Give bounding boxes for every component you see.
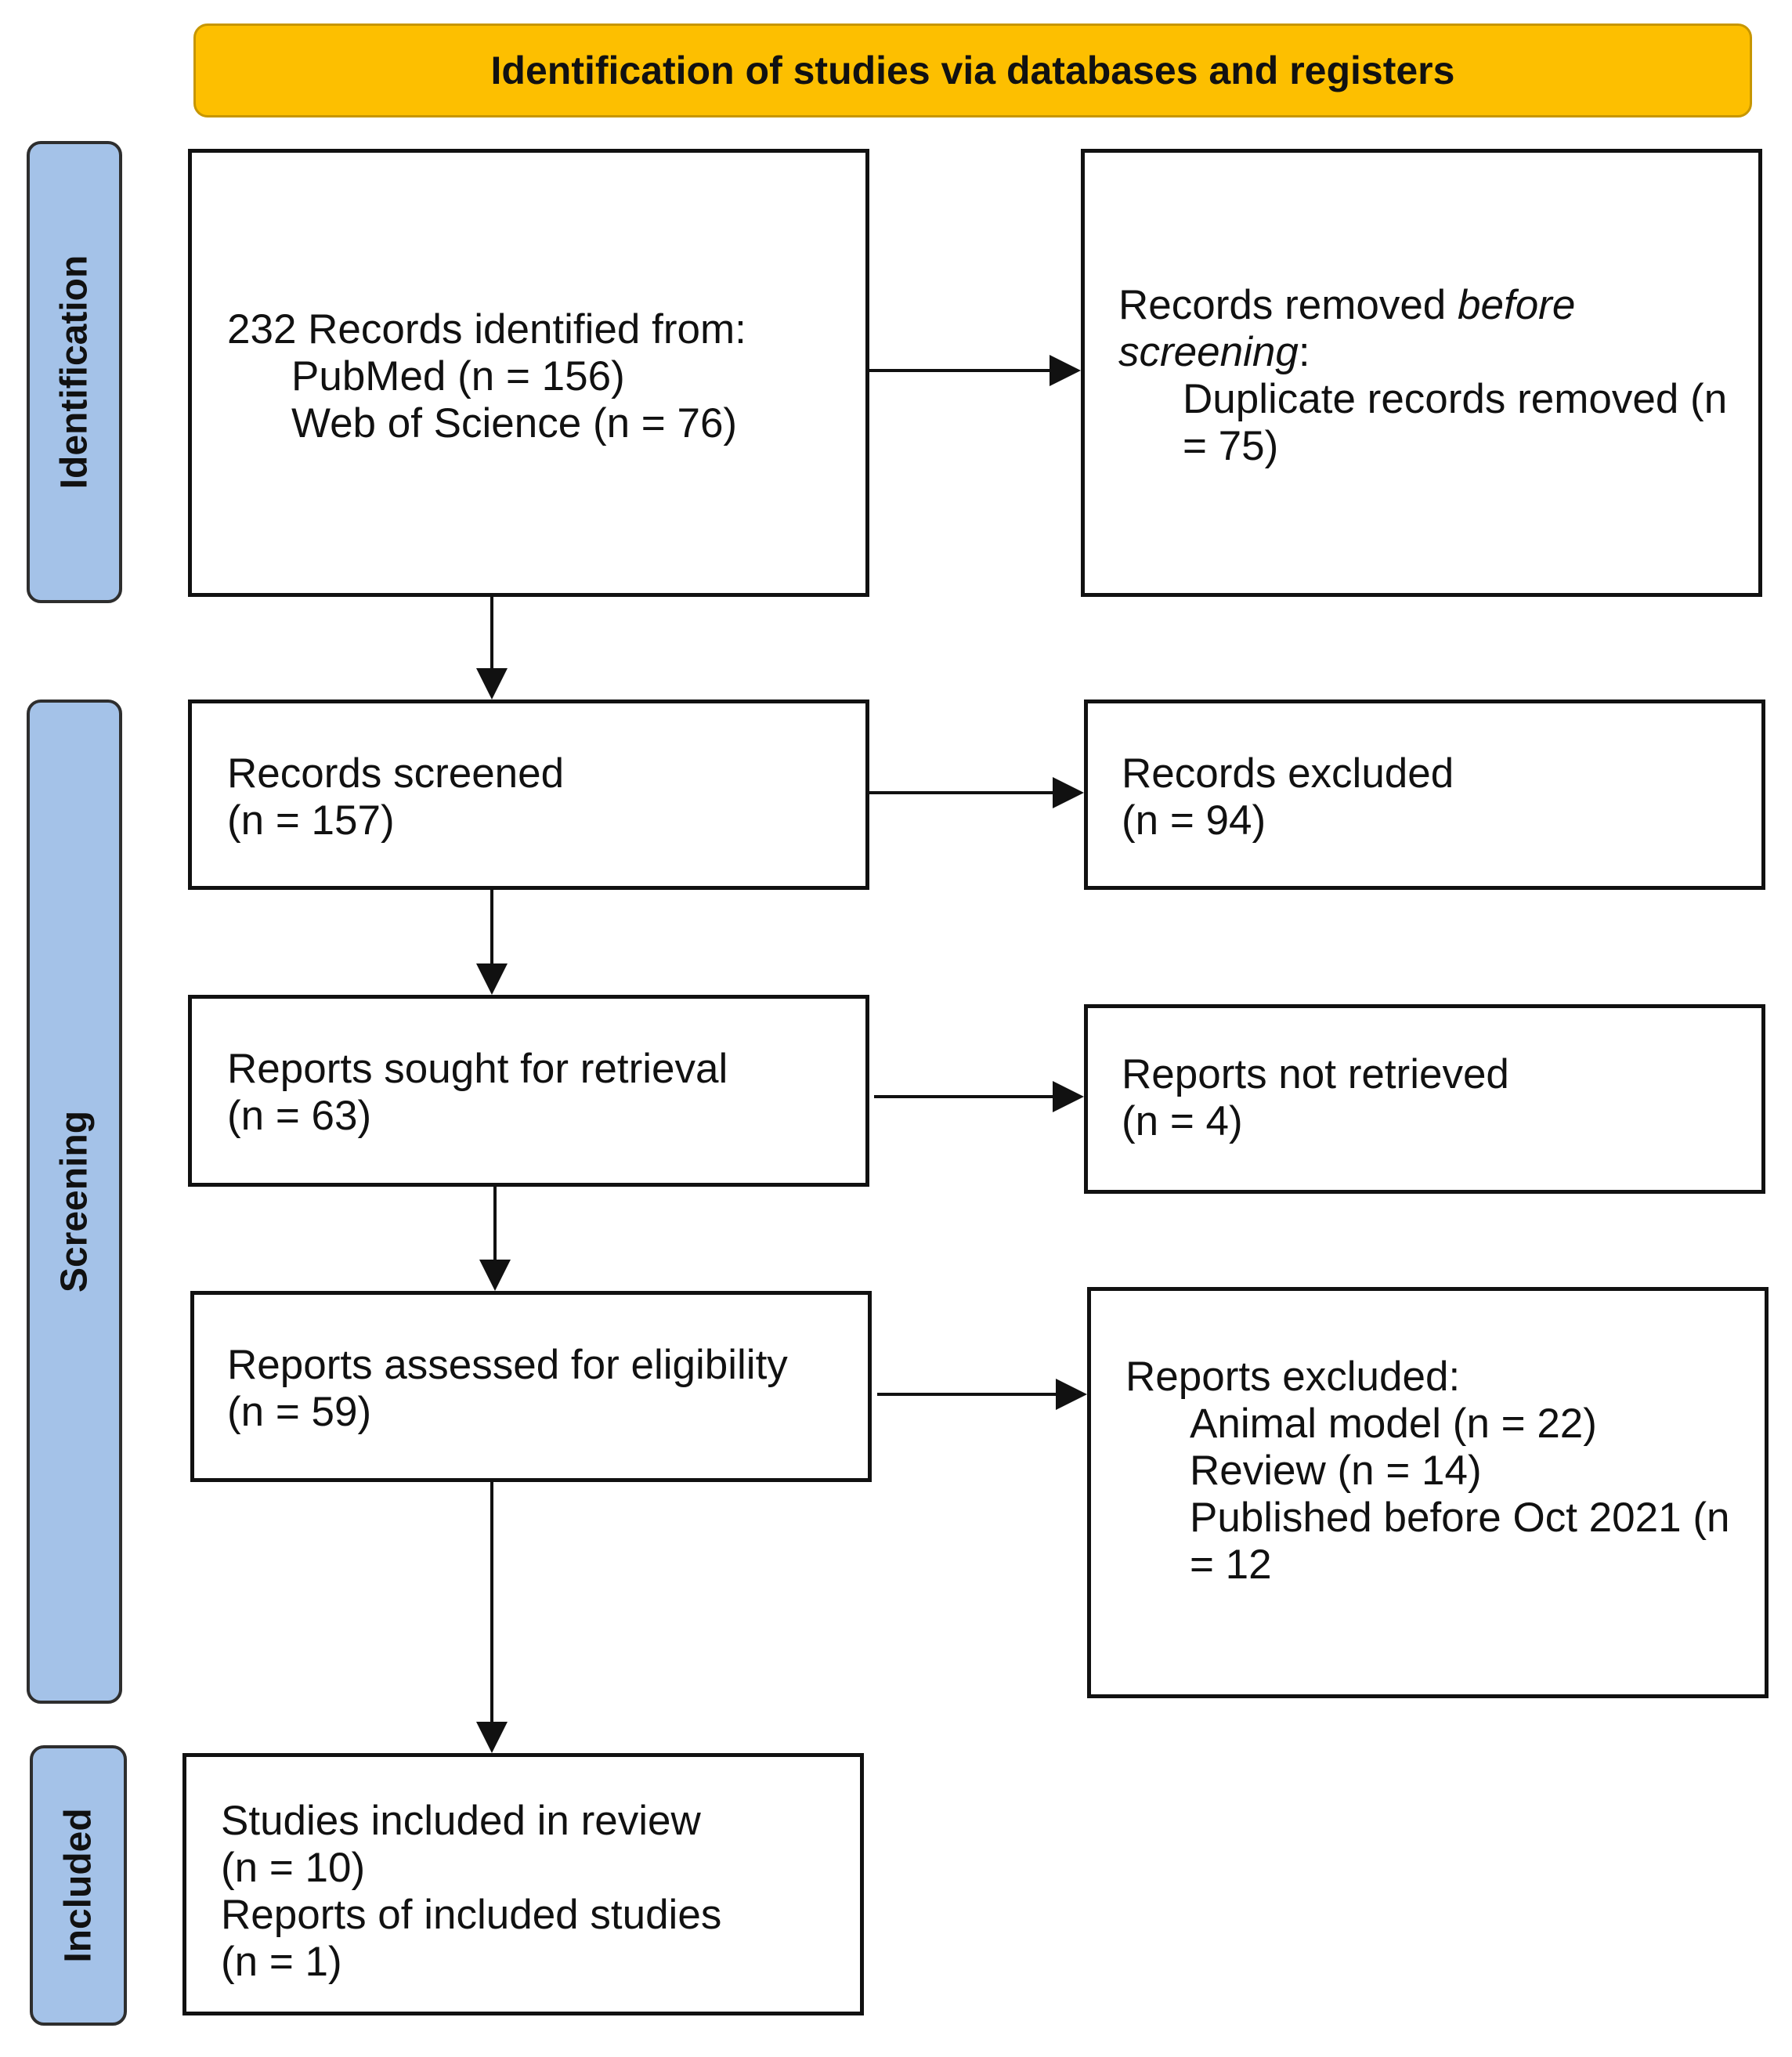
records-screened-text: Records screened (n = 157) xyxy=(227,750,564,844)
reports-sought-count: (n = 63) xyxy=(227,1093,372,1139)
reports-included-count: (n = 1) xyxy=(221,1939,342,1985)
studies-included-label: Studies included in review xyxy=(221,1798,701,1844)
screening-emphasis: screening xyxy=(1118,329,1299,375)
studies-included-box: Studies included in review (n = 10) Repo… xyxy=(182,1753,864,2015)
header-banner: Identification of studies via databases … xyxy=(193,23,1752,117)
stage-identification: Identification xyxy=(27,141,122,603)
records-identified-box: 232 Records identified from: PubMed (n =… xyxy=(188,149,869,597)
reports-not-retrieved-box: Reports not retrieved (n = 4) xyxy=(1084,1004,1765,1194)
records-removed-box: Records removed before screening: Duplic… xyxy=(1081,149,1762,597)
stage-screening: Screening xyxy=(27,700,122,1704)
records-screened-box: Records screened (n = 157) xyxy=(188,700,869,890)
reports-assessed-label: Reports assessed for eligibility xyxy=(227,1342,788,1388)
records-screened-label: Records screened xyxy=(227,750,565,797)
records-excluded-box: Records excluded (n = 94) xyxy=(1084,700,1765,890)
records-identified-text: 232 Records identified from: PubMed (n =… xyxy=(227,306,746,447)
reports-not-retrieved-count: (n = 4) xyxy=(1122,1098,1243,1144)
reports-not-retrieved-text: Reports not retrieved (n = 4) xyxy=(1122,1051,1509,1145)
records-identified-total: 232 Records identified from: xyxy=(227,306,746,352)
studies-included-text: Studies included in review (n = 10) Repo… xyxy=(221,1798,721,1986)
before-emphasis: before xyxy=(1458,282,1576,328)
stage-identification-label: Identification xyxy=(53,255,96,490)
records-removed-text: Records removed before screening: Duplic… xyxy=(1118,282,1727,470)
reports-excluded-text: Reports excluded: Animal model (n = 22) … xyxy=(1125,1354,1729,1589)
reason-published-before: Published before Oct 2021 (n xyxy=(1190,1495,1730,1541)
reason-review: Review (n = 14) xyxy=(1190,1448,1482,1494)
duplicate-records-line2: = 75) xyxy=(1183,423,1279,469)
records-identified-pubmed: PubMed (n = 156) xyxy=(291,353,625,399)
reports-included-label: Reports of included studies xyxy=(221,1892,722,1938)
records-excluded-label: Records excluded xyxy=(1122,750,1454,797)
header-title: Identification of studies via databases … xyxy=(490,49,1455,92)
stage-screening-label: Screening xyxy=(53,1110,96,1293)
reason-animal-model: Animal model (n = 22) xyxy=(1190,1401,1597,1447)
records-excluded-text: Records excluded (n = 94) xyxy=(1122,750,1454,844)
reports-excluded-box: Reports excluded: Animal model (n = 22) … xyxy=(1087,1287,1769,1698)
reports-sought-text: Reports sought for retrieval (n = 63) xyxy=(227,1046,728,1140)
records-excluded-count: (n = 94) xyxy=(1122,797,1266,844)
stage-included-label: Included xyxy=(57,1808,99,1963)
studies-included-count: (n = 10) xyxy=(221,1845,366,1891)
reports-assessed-text: Reports assessed for eligibility (n = 59… xyxy=(227,1342,788,1436)
reports-excluded-title: Reports excluded: xyxy=(1125,1354,1461,1400)
records-identified-wos: Web of Science (n = 76) xyxy=(291,400,738,446)
stage-included: Included xyxy=(30,1745,127,2026)
duplicate-records-line1: Duplicate records removed (n xyxy=(1183,376,1728,422)
reason-published-before-count: = 12 xyxy=(1190,1542,1272,1588)
records-removed-line1: Records removed before xyxy=(1118,282,1576,328)
reports-sought-label: Reports sought for retrieval xyxy=(227,1046,728,1092)
reports-not-retrieved-label: Reports not retrieved xyxy=(1122,1051,1509,1097)
reports-assessed-count: (n = 59) xyxy=(227,1389,372,1435)
reports-sought-box: Reports sought for retrieval (n = 63) xyxy=(188,995,869,1187)
records-removed-line2: screening: xyxy=(1118,329,1310,375)
records-screened-count: (n = 157) xyxy=(227,797,395,844)
reports-assessed-box: Reports assessed for eligibility (n = 59… xyxy=(190,1291,872,1482)
